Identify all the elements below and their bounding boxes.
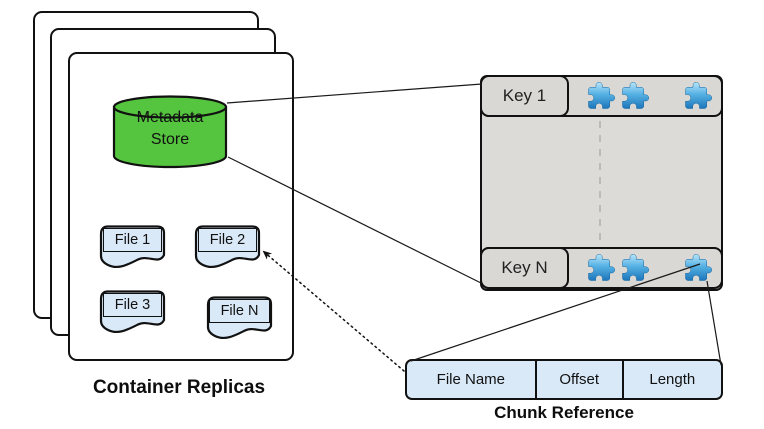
database-cylinder-icon — [112, 95, 228, 169]
metadata-store-label-line2: Store — [150, 131, 190, 148]
file-label: File 3 — [103, 293, 162, 317]
key-cell-n: Key N — [480, 247, 569, 289]
puzzle-piece-icon — [620, 253, 650, 283]
chunk-field-file-name: File Name — [436, 371, 506, 388]
metadata-store-node: Metadata Store — [111, 93, 229, 171]
file-label: File 1 — [103, 228, 162, 252]
file-icon — [99, 225, 166, 269]
puzzle-piece-icon — [586, 253, 616, 283]
key-label: Key N — [501, 258, 548, 277]
metadata-store-label: Metadata Store — [111, 107, 229, 151]
key-label: Key 1 — [502, 86, 547, 105]
file-label: File N — [209, 299, 270, 323]
key-cell-1: Key 1 — [480, 75, 569, 117]
container-replicas-caption: Container Replicas — [92, 377, 266, 398]
puzzle-piece-icon — [620, 81, 650, 111]
puzzle-piece-icon — [683, 81, 713, 111]
file-icon — [99, 290, 166, 334]
chunk-reference-table: File Name Offset Length — [405, 359, 723, 400]
file-node-n: File N — [204, 295, 276, 343]
chunk-field-length: Length — [621, 361, 721, 398]
file-node-3: File 3 — [98, 289, 168, 337]
puzzle-piece-icon — [683, 253, 713, 283]
chunk-field-offset: Offset — [534, 361, 622, 398]
chunk-reference-caption: Chunk Reference — [494, 403, 634, 422]
connector-chunk-to-length — [706, 280, 722, 366]
file-label: File 2 — [198, 228, 257, 252]
file-node-2: File 2 — [193, 224, 263, 272]
puzzle-piece-icon — [586, 81, 616, 111]
file-icon — [206, 296, 273, 340]
metadata-store-label-line1: Metadata — [136, 109, 204, 126]
file-node-1: File 1 — [98, 224, 168, 272]
